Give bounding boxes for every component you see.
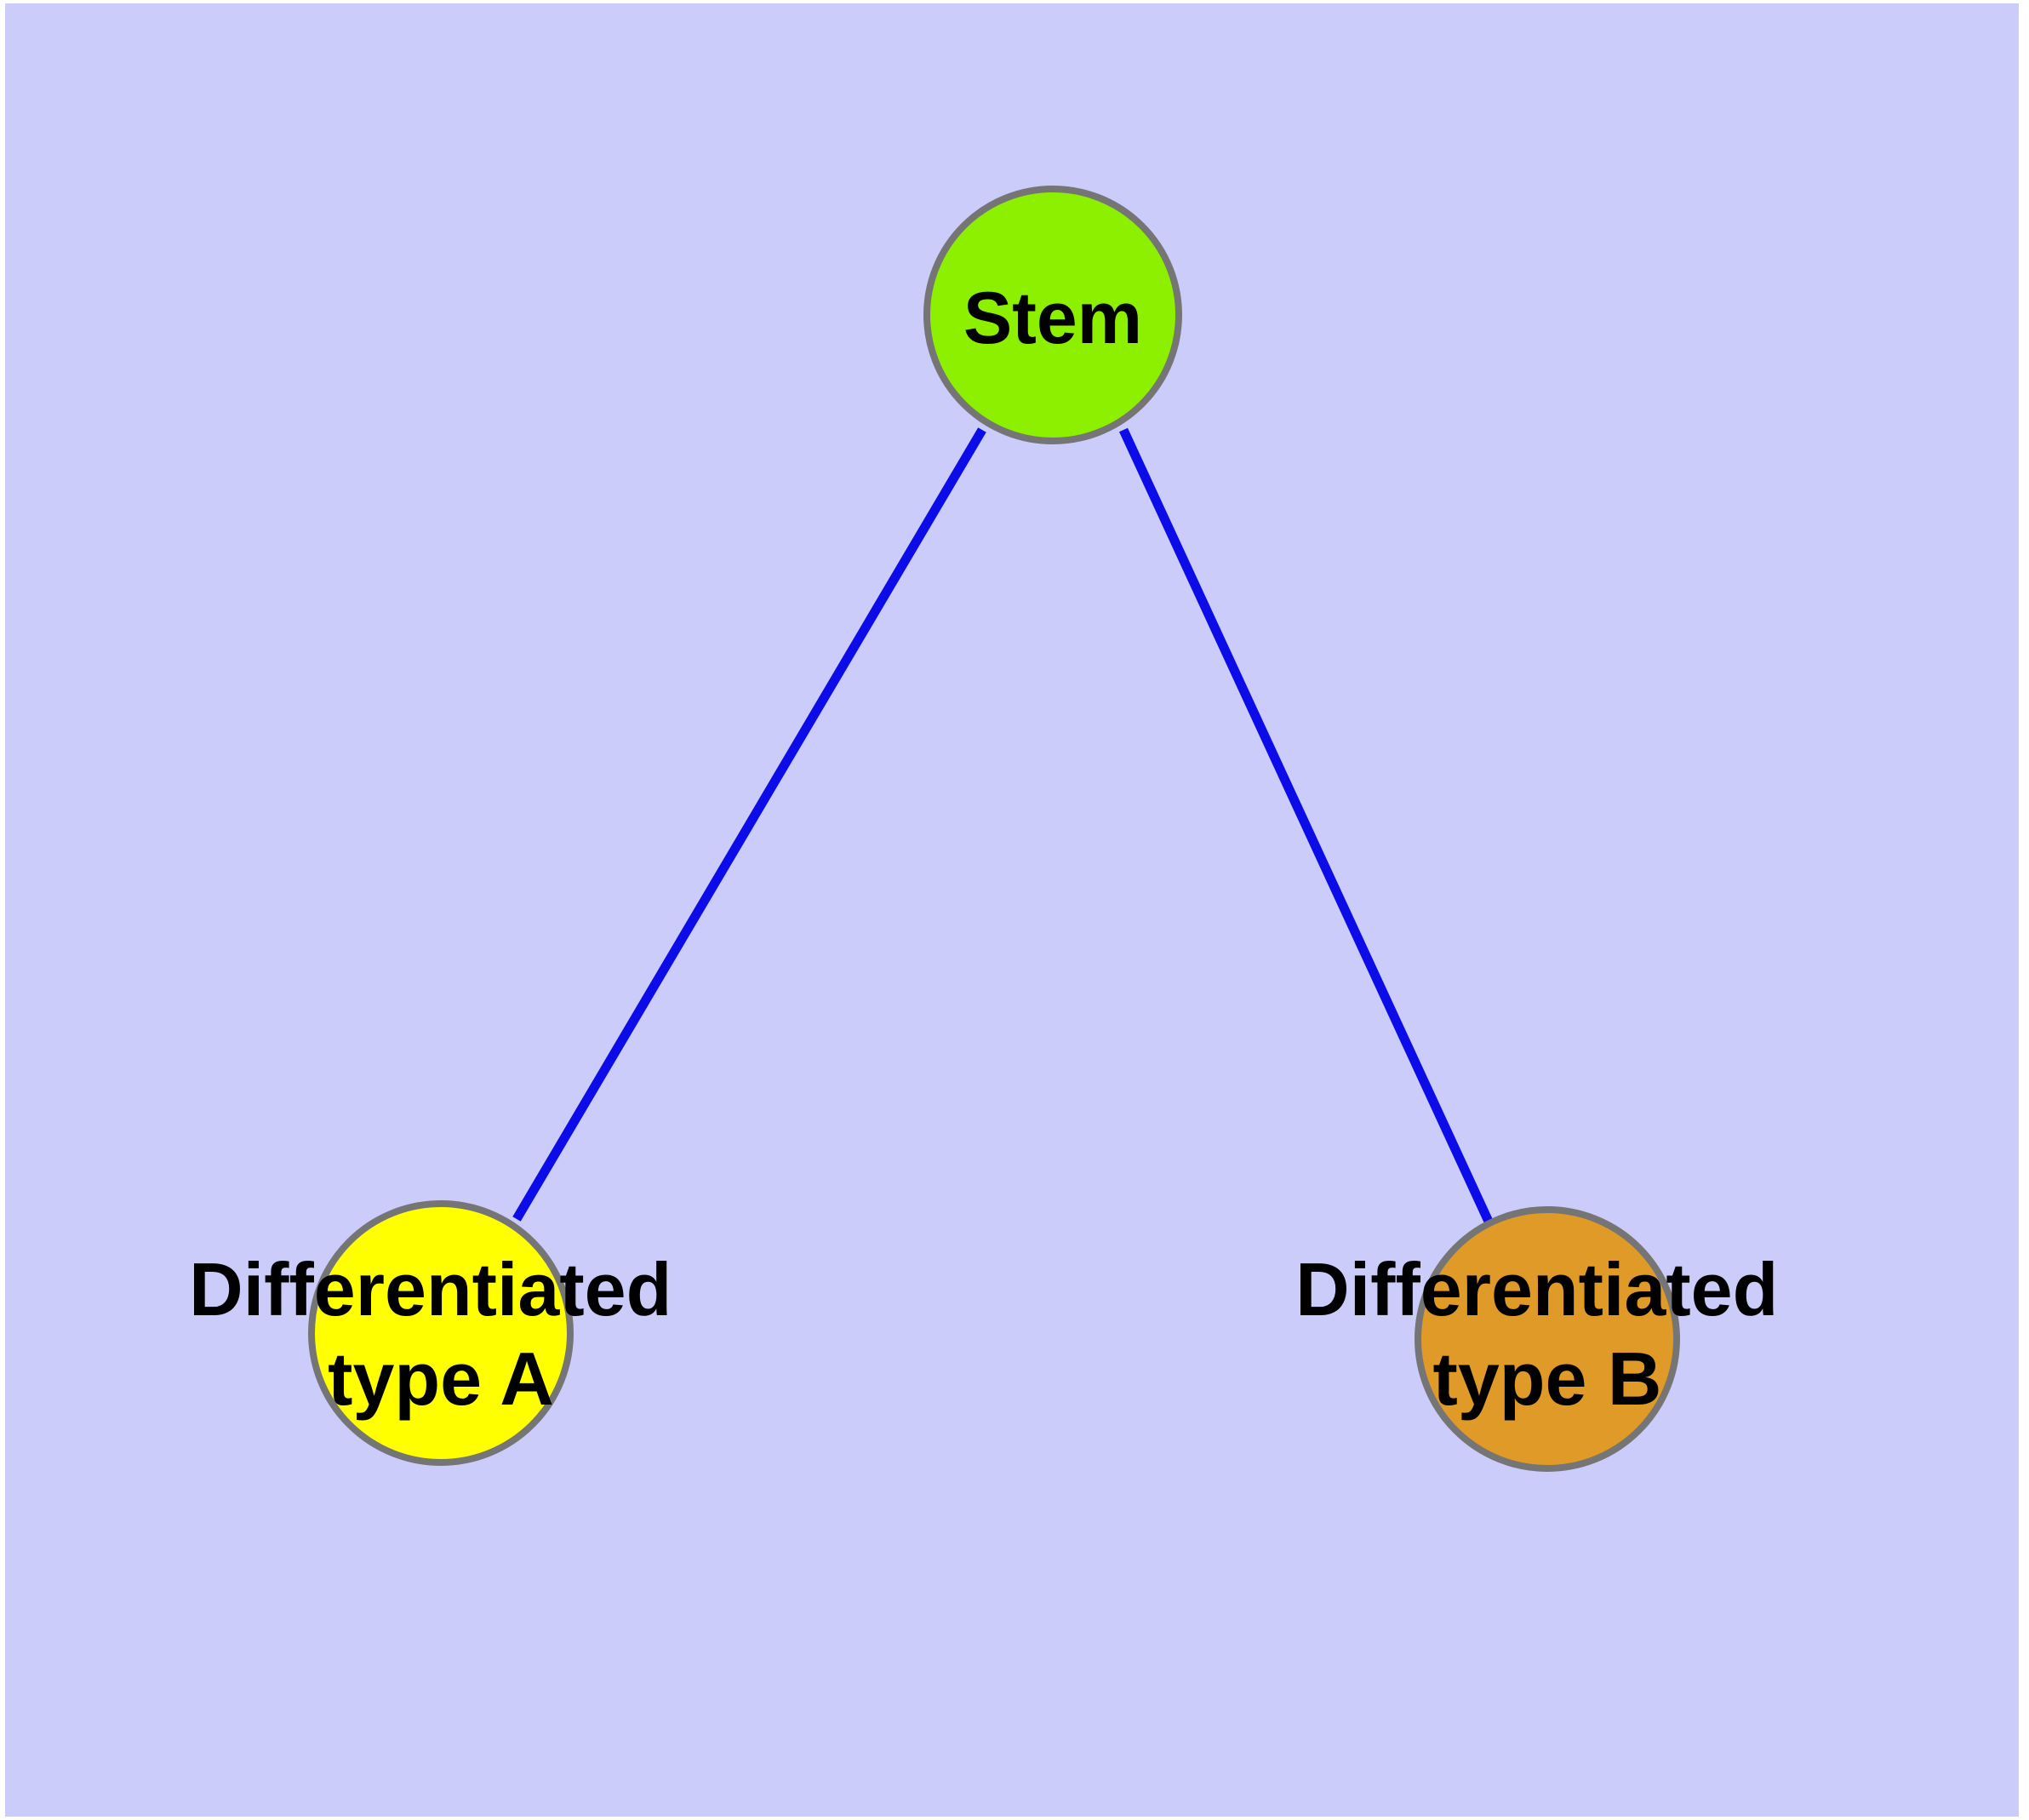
node-differentiated-type-a-label-line-2: type A [328, 1336, 554, 1421]
node-differentiated-type-a-label-line-1: Differentiated [189, 1247, 672, 1331]
node-differentiated-type-b[interactable] [1415, 1206, 1680, 1472]
node-differentiated-type-b-label-line-2: type B [1433, 1336, 1662, 1421]
node-differentiated-type-b-circle[interactable] [1415, 1206, 1680, 1472]
edges-layer [512, 427, 1494, 1226]
edge-stem-diff-a[interactable] [512, 427, 986, 1222]
node-stem-label-line-1: Stem [963, 278, 1142, 359]
node-stem[interactable] [923, 186, 1182, 444]
labels-layer: Stem Differentiated type A Differentiate… [189, 278, 1799, 1422]
nodes-layer [308, 186, 1680, 1472]
node-differentiated-type-b-label-line-1: Differentiated [1295, 1247, 1778, 1331]
node-stem-label: Stem [963, 278, 1142, 359]
node-differentiated-type-a-circle[interactable] [308, 1200, 574, 1466]
edge-stem-diff-b[interactable] [1119, 427, 1494, 1226]
node-differentiated-type-b-label: Differentiated type B [1295, 1247, 1799, 1421]
node-differentiated-type-a-label: Differentiated type A [189, 1247, 693, 1421]
node-stem-circle[interactable] [923, 186, 1182, 444]
node-differentiated-type-a[interactable] [308, 1200, 574, 1466]
